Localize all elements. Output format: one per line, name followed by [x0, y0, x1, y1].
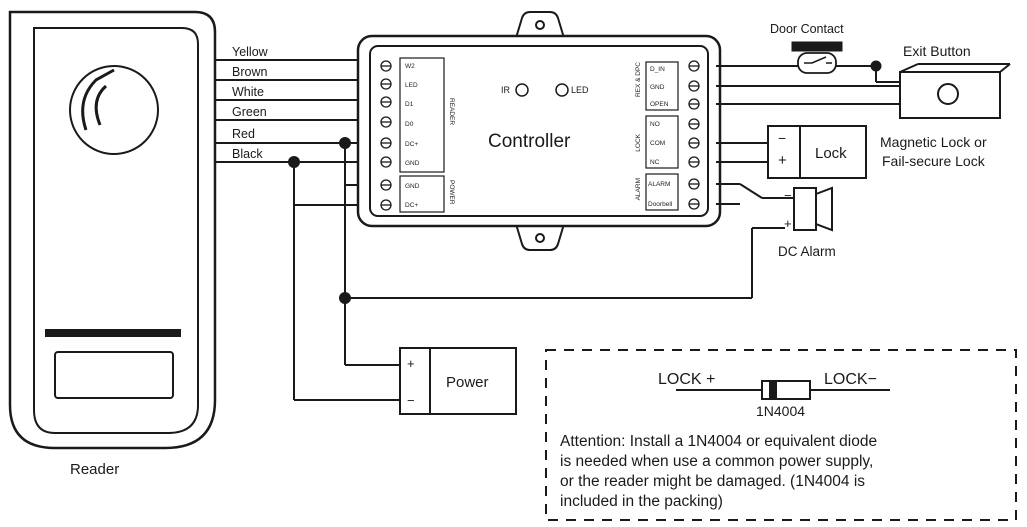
diode-lock-minus-label: LOCK−: [824, 371, 877, 388]
wire-label-brown: Brown: [232, 65, 267, 79]
terminal-label: Doorbell: [648, 201, 673, 208]
terminal-label: D1: [405, 101, 414, 108]
diode-part-label: 1N4004: [756, 403, 805, 419]
wire-label-black: Black: [232, 147, 263, 161]
exit-button-label: Exit Button: [903, 43, 971, 59]
rex-group-label: REX & DPC: [635, 62, 642, 97]
exit-button-icon: [899, 63, 1011, 119]
ir-label: IR: [501, 85, 511, 95]
terminal-label: D_IN: [650, 66, 665, 73]
controller-title: Controller: [488, 131, 571, 152]
note-line: Attention: Install a 1N4004 or equivalen…: [560, 433, 877, 450]
note-line: or the reader might be damaged. (1N4004 …: [560, 473, 865, 490]
terminal-label: NC: [650, 159, 660, 166]
reader-keypad-window: [54, 351, 174, 399]
lock-plus-sign: +: [778, 152, 787, 169]
door-contact-icon: [791, 41, 843, 74]
power-label: Power: [446, 374, 489, 391]
led-label: LED: [571, 85, 589, 95]
note-line: included in the packing): [560, 493, 723, 510]
power-supply-box: [399, 347, 517, 415]
lock-device: [767, 125, 867, 179]
wire-label-white: White: [232, 85, 264, 99]
terminal-label: ALARM: [648, 181, 670, 188]
power-plus-sign: +: [407, 356, 415, 371]
note-box: [545, 349, 1017, 521]
left-screw-terminals: [380, 60, 392, 211]
terminal-label: W2: [405, 63, 415, 70]
terminal-label: DC+: [405, 202, 418, 209]
terminal-label: GND: [405, 160, 420, 167]
diode-lock-plus-label: LOCK +: [658, 371, 715, 388]
terminal-label: LED: [405, 82, 418, 89]
lock-group-label: LOCK: [635, 133, 642, 151]
card-swipe-icon: [69, 65, 159, 155]
led-indicator-icon: [555, 83, 569, 97]
terminal-label: GND: [405, 183, 420, 190]
wire-label-red: Red: [232, 127, 255, 141]
reader-terminal-labels: W2 LED D1 D0 DC+ GND GND DC+ READER POWE…: [405, 63, 455, 209]
wire-labels: Yellow Brown White Green Red Black: [232, 45, 269, 161]
ir-indicator-icon: [515, 83, 529, 97]
reader-label: Reader: [70, 461, 119, 478]
reader-group-label: READER: [448, 98, 455, 125]
alarm-plus-sign: +: [784, 216, 792, 231]
alarm-group-label: ALARM: [635, 178, 642, 200]
alarm-minus-sign: −: [784, 188, 792, 203]
power-minus-sign: −: [407, 393, 415, 408]
right-terminal-labels: D_IN GND OPEN NO COM NC ALARM Doorbell R…: [635, 62, 673, 208]
terminal-label: D0: [405, 121, 414, 128]
terminal-label: NO: [650, 121, 660, 128]
terminal-label: DC+: [405, 141, 418, 148]
wire-label-yellow: Yellow: [232, 45, 269, 59]
lock-minus-sign: −: [778, 130, 786, 146]
lock-caption-line1: Magnetic Lock or: [880, 134, 987, 150]
lock-label: Lock: [815, 145, 847, 162]
dc-alarm-icon: [793, 186, 833, 232]
terminal-label: COM: [650, 140, 665, 147]
dc-alarm-label: DC Alarm: [778, 244, 836, 259]
note-line: is needed when use a common power supply…: [560, 453, 873, 470]
reader-device: [8, 10, 217, 450]
terminal-label: OPEN: [650, 101, 669, 108]
controller-box: [356, 11, 722, 251]
lock-caption-line2: Fail-secure Lock: [882, 153, 986, 169]
power-group-label: POWER: [448, 180, 455, 205]
right-screw-terminals: [688, 60, 700, 210]
terminal-label: GND: [650, 84, 665, 91]
door-contact-label: Door Contact: [770, 22, 844, 36]
diode-icon: [676, 380, 890, 400]
wire-label-green: Green: [232, 105, 267, 119]
reader-led-bar: [45, 329, 181, 337]
